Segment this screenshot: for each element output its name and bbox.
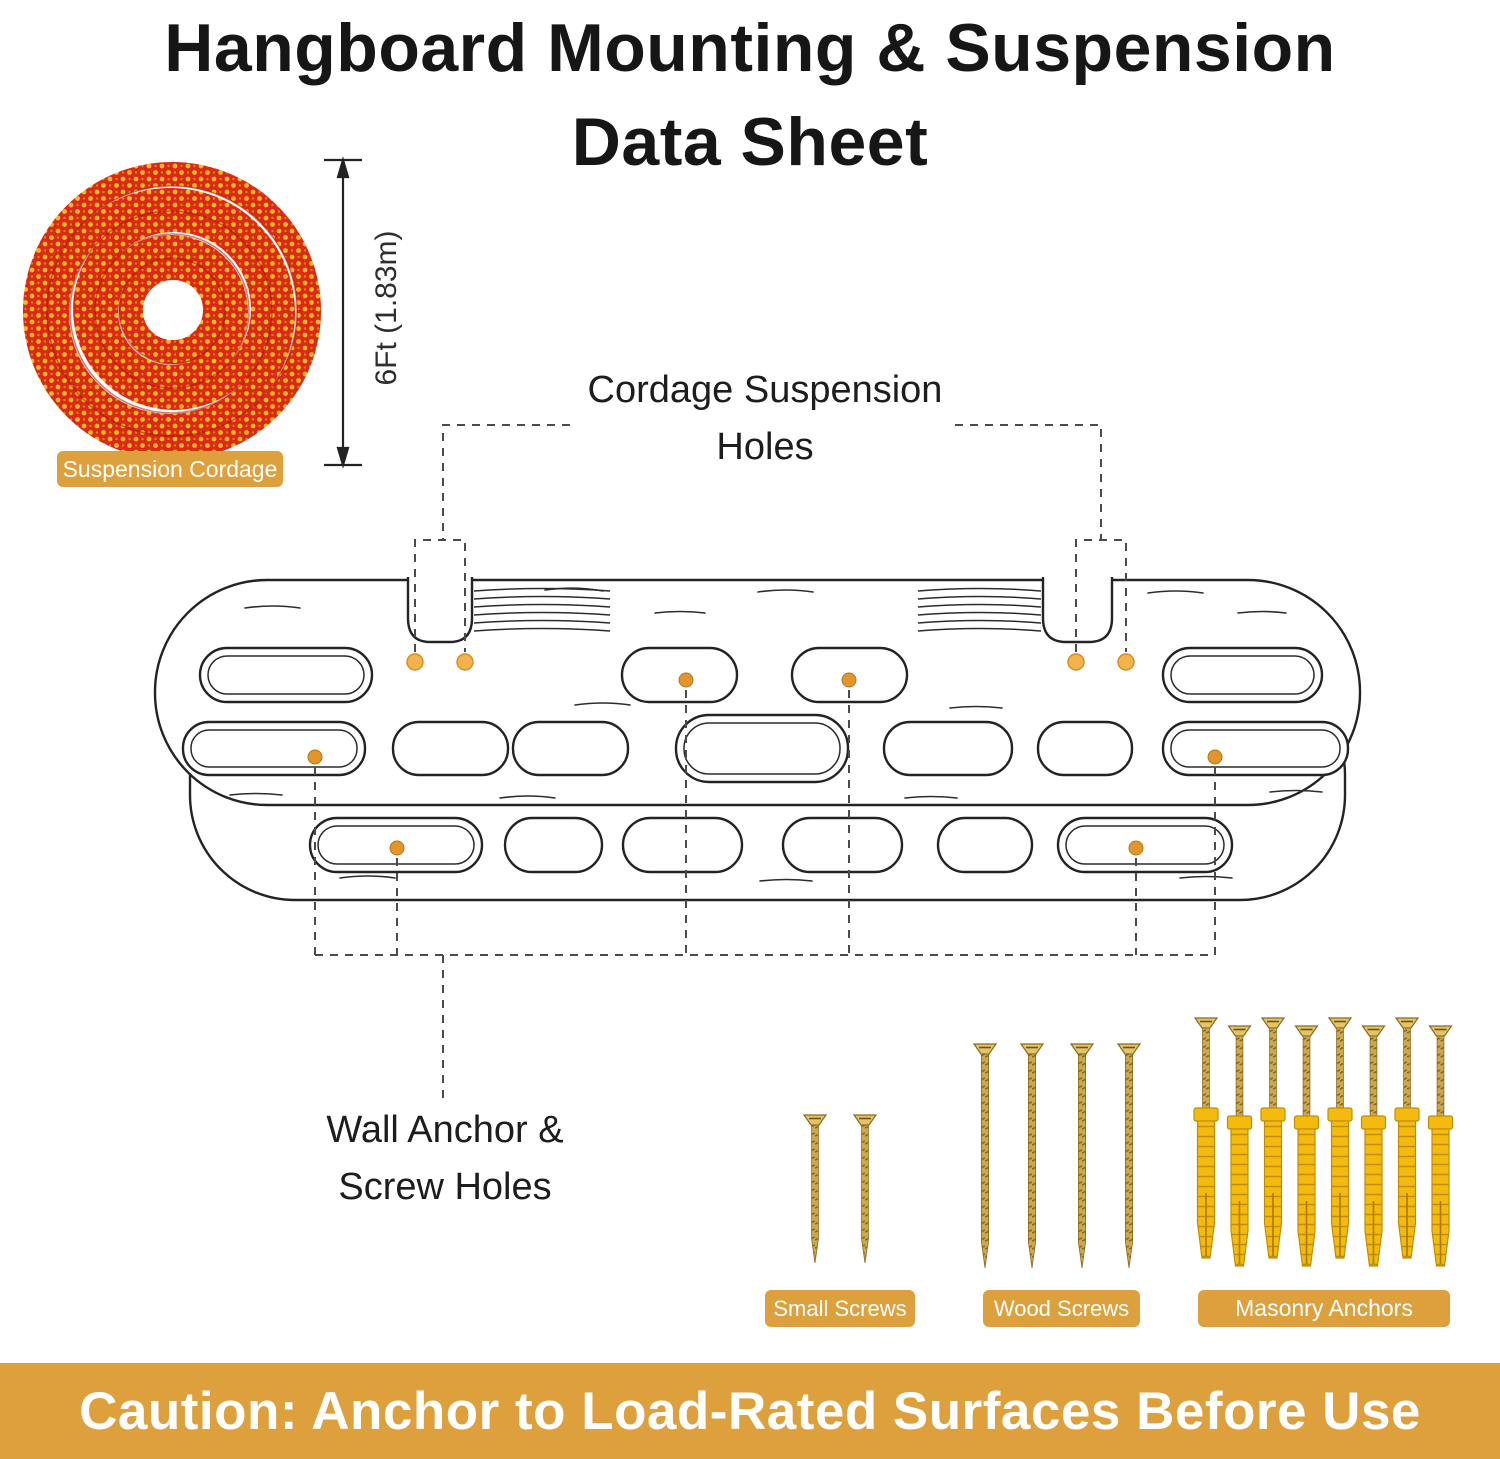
- wood-screw-icon: [973, 1043, 997, 1269]
- small-screws-badge: Small Screws: [765, 1290, 915, 1327]
- hold-pocket: [620, 646, 739, 704]
- anchor-holes-label-line-2: Screw Holes: [338, 1166, 552, 1208]
- rope-center-hole: [143, 282, 201, 340]
- masonry-anchor-icon: [1394, 1017, 1420, 1259]
- length-dimension-line: [324, 156, 362, 469]
- cordage-hole-dot: [406, 653, 424, 671]
- hold-pocket: [511, 720, 630, 777]
- hold-pockets: [181, 646, 1350, 874]
- screw-hole-dot: [1128, 840, 1144, 856]
- screw-hole-dot: [389, 840, 405, 856]
- cordage-holes-label: Cordage Suspension Holes: [540, 362, 990, 476]
- rope-coil-icon: [23, 162, 321, 460]
- cordage-holes-leader-lines: [414, 424, 1127, 652]
- masonry-anchor-icon: [1327, 1017, 1353, 1259]
- cordage-notch-left: [406, 577, 474, 644]
- anchor-holes-label: Wall Anchor & Screw Holes: [250, 1102, 640, 1216]
- hold-pocket-inner-lines: [190, 655, 1341, 865]
- masonry-anchor-icon: [1360, 1025, 1387, 1267]
- hold-pocket: [882, 720, 1014, 777]
- screw-hole-dot: [307, 749, 323, 765]
- suspension-cordage-badge: Suspension Cordage: [57, 451, 283, 487]
- wood-screw-icon: [1070, 1043, 1094, 1269]
- masonry-anchor-icon: [1226, 1025, 1253, 1267]
- wood-screw-icon: [1020, 1043, 1044, 1269]
- anchor-holes-label-line-1: Wall Anchor &: [326, 1109, 564, 1151]
- hold-pocket: [781, 816, 904, 874]
- anchor-holes-leader-lines: [314, 690, 1216, 1100]
- hold-pocket: [503, 816, 604, 874]
- page-title-line-1: Hangboard Mounting & Suspension: [164, 10, 1336, 86]
- cordage-notch-right: [1041, 577, 1114, 644]
- small-screw-icon: [853, 1114, 877, 1264]
- caution-banner: Caution: Anchor to Load-Rated Surfaces B…: [0, 1363, 1500, 1459]
- wood-texture: [229, 587, 1323, 882]
- masonry-anchor-icon: [1193, 1017, 1219, 1259]
- plywood-layers-right: [917, 587, 1042, 632]
- small-screws-image: [803, 1114, 877, 1264]
- hold-pocket: [1161, 646, 1324, 704]
- screw-hole-dot: [841, 672, 857, 688]
- screw-hole-dot: [678, 672, 694, 688]
- hold-pocket: [198, 646, 374, 704]
- cordage-hole-dot: [456, 653, 474, 671]
- page-title-line-2: Data Sheet: [571, 103, 929, 180]
- masonry-anchor-icon: [1260, 1017, 1286, 1259]
- cordage-hole-dot: [1067, 653, 1085, 671]
- masonry-anchor-icon: [1293, 1025, 1320, 1267]
- cordage-hole-dot: [1117, 653, 1135, 671]
- plywood-layers-left: [473, 587, 611, 632]
- hold-pocket: [936, 816, 1034, 874]
- wood-screw-icon: [1117, 1043, 1141, 1269]
- hold-pocket: [621, 816, 744, 874]
- rope-strand-separators: [46, 185, 298, 437]
- screw-hole-dots: [307, 672, 1223, 856]
- hold-pocket: [1056, 816, 1234, 874]
- hold-pocket: [674, 713, 850, 784]
- wood-screws-image: [973, 1043, 1141, 1269]
- hold-pocket: [391, 720, 510, 777]
- caution-text: Caution: Anchor to Load-Rated Surfaces B…: [79, 1381, 1421, 1441]
- masonry-anchors-badge: Masonry Anchors: [1198, 1290, 1450, 1327]
- hold-pocket: [1036, 720, 1134, 777]
- hangboard-diagram: [153, 424, 1362, 1100]
- masonry-anchors-image: [1193, 1017, 1454, 1267]
- page-title: Hangboard Mounting & Suspension Data She…: [0, 2, 1500, 190]
- cordage-holes-label-line-2: Holes: [716, 426, 814, 468]
- small-screw-icon: [803, 1114, 827, 1264]
- cordage-holes-label-line-1: Cordage Suspension: [587, 369, 943, 411]
- wood-screws-badge: Wood Screws: [983, 1290, 1140, 1327]
- suspension-cordage-image: [23, 162, 321, 460]
- masonry-anchor-icon: [1427, 1025, 1454, 1267]
- cordage-hole-dots: [406, 653, 1135, 671]
- screw-hole-dot: [1207, 749, 1223, 765]
